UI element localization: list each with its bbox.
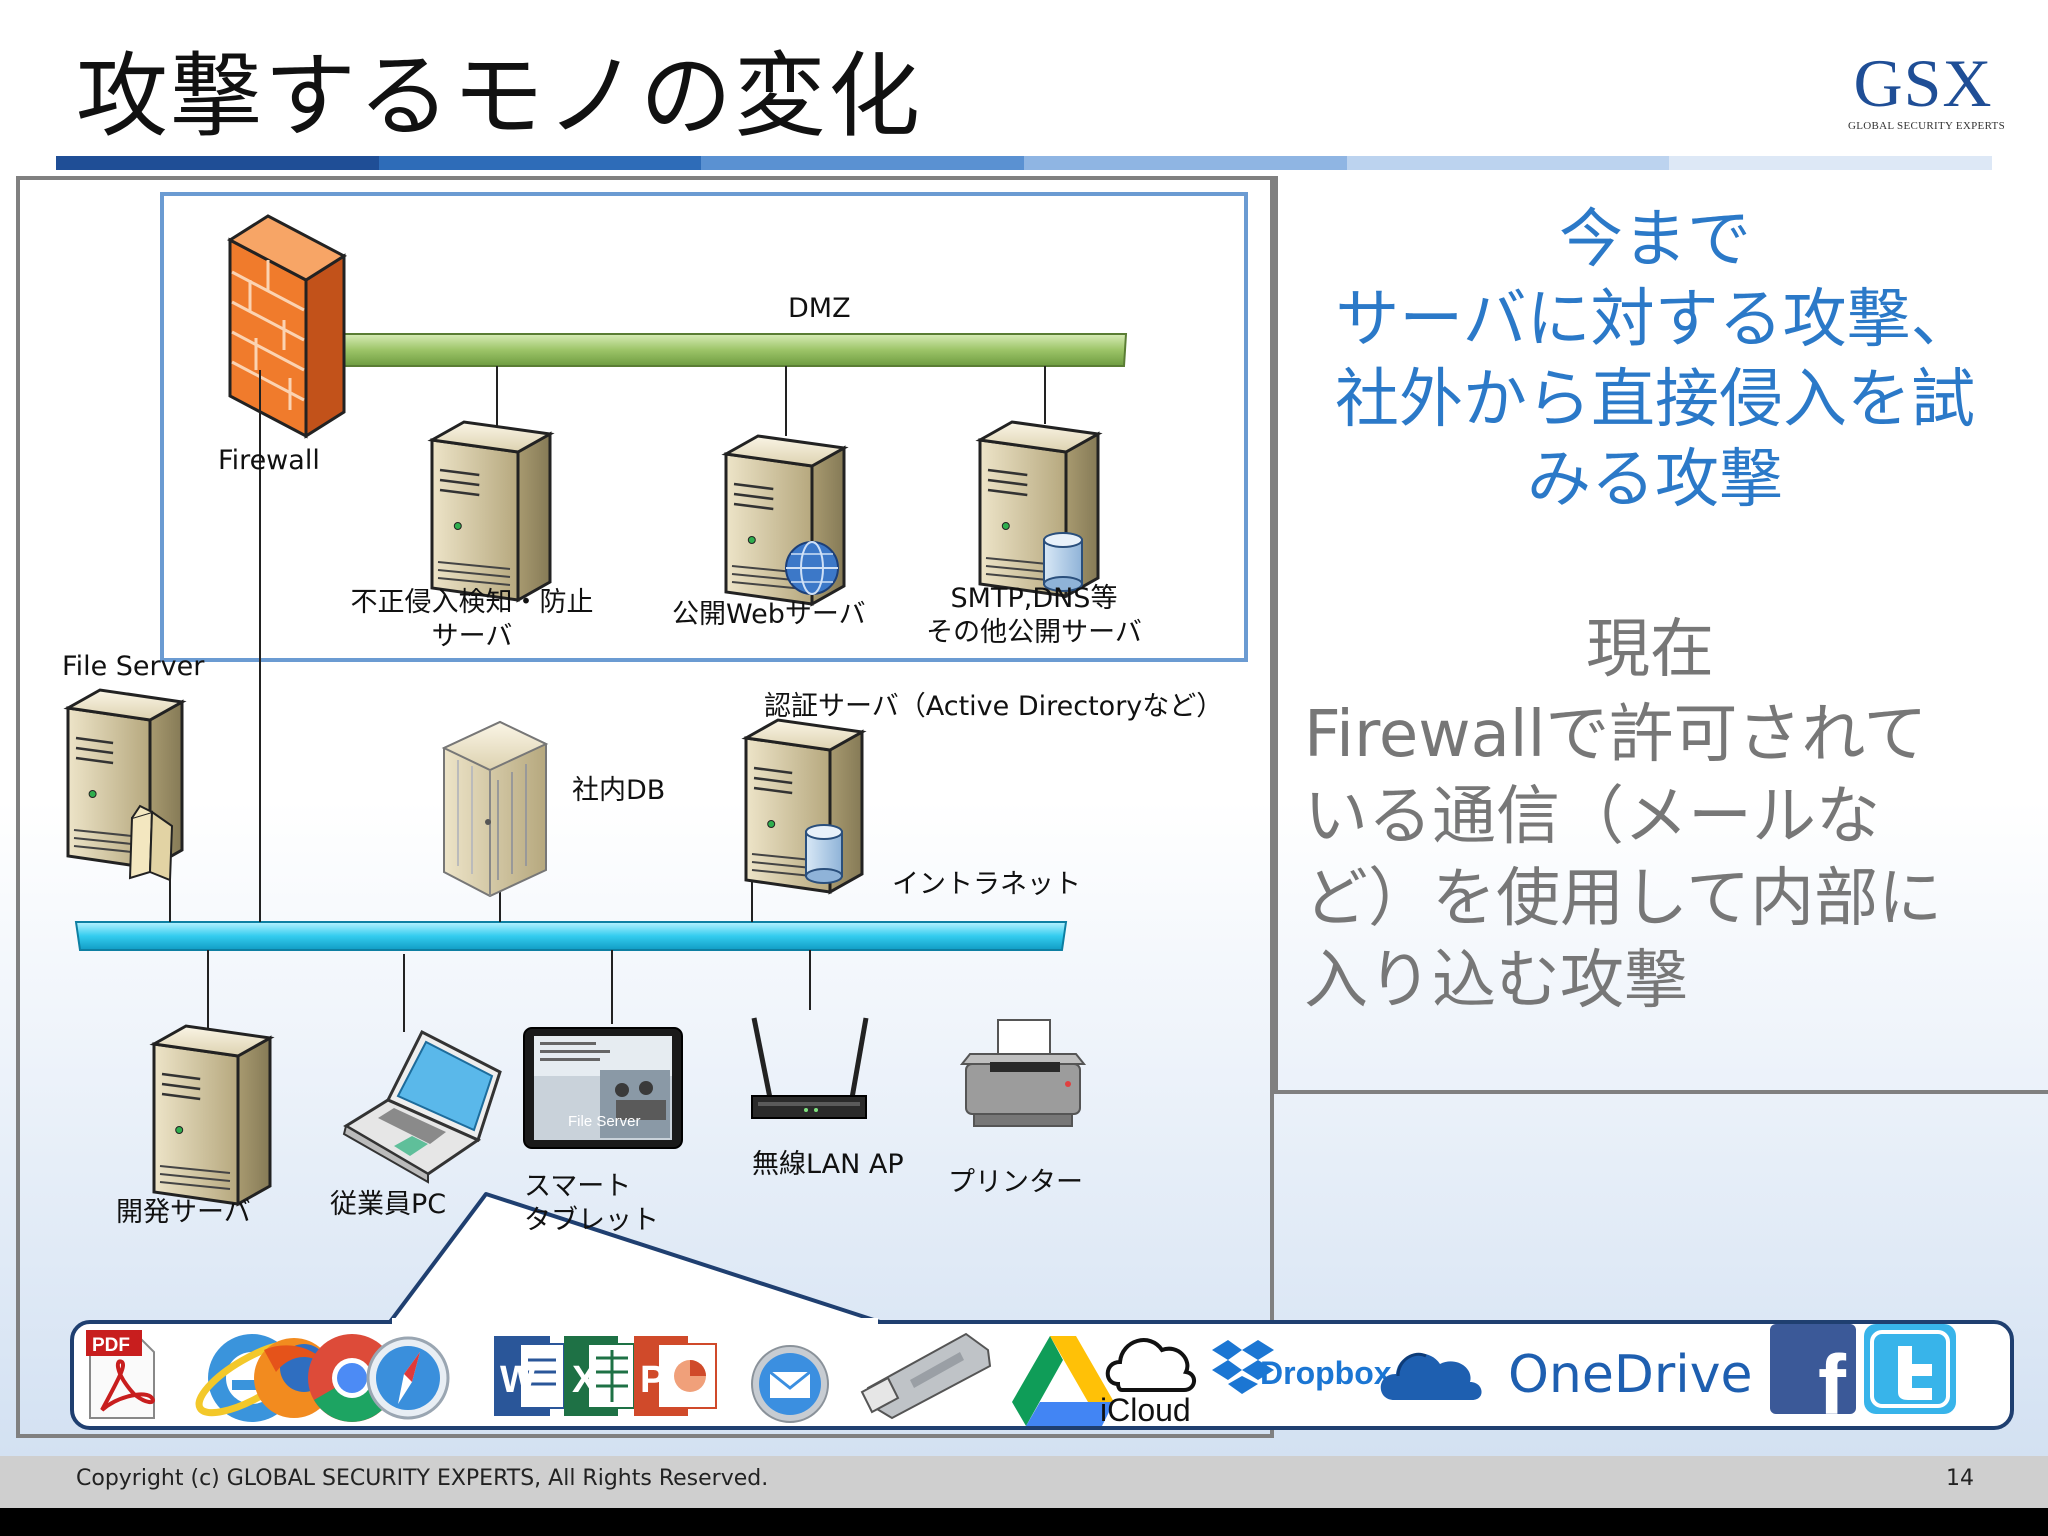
auth-server-icon [741,718,867,895]
intranet-label: イントラネット [892,869,1081,900]
intranet-db-label: 社内DB [572,775,666,806]
onedrive-text: OneDrive [1508,1345,1753,1405]
ids-server-label-line1: 不正侵入検知・防止 [350,587,594,618]
gsx-logo: GSX GLOBAL SECURITY EXPERTS [1848,45,2005,132]
page-number: 14 [1946,1466,1974,1491]
usb-drive-icon [860,1332,992,1420]
header-bar-segment [701,156,1025,170]
dev-server-label: 開発サーバ [116,1197,251,1228]
auth-server-label: 認証サーバ（Active Directoryなど） [764,691,1224,722]
twitter-icon [1864,1324,1956,1414]
smtp-server-label-line2: その他公開サーバ [926,617,1142,648]
icloud-icon [1105,1338,1196,1392]
network-diagram: File Server PDF [63,214,2014,1432]
slide-title: 攻撃するモノの変化 [76,43,923,150]
facebook-icon [1770,1324,1856,1414]
powerpoint-letter: P [640,1359,665,1401]
dmz-label: DMZ [788,293,851,324]
present-note-line: Firewallで許可されて [1304,698,1928,772]
dev-server-icon [149,1024,275,1207]
header-bar-segment [56,156,379,170]
wireless-ap-icon [751,1017,869,1119]
bottom-black-bar [0,1508,2048,1536]
web-server-label: 公開Webサーバ [672,599,866,630]
present-note-line: いる通信（メールな [1304,780,1880,854]
printer-icon [959,1019,1087,1127]
tablet-screen-text: File Server [568,1113,641,1130]
logo-main-text: GSX [1853,45,1993,121]
past-attack-note: 今まで サーバに対する攻撃、 社外から直接侵入を試 みる攻撃 [1290,200,2020,520]
onedrive-icon [1380,1352,1482,1400]
copyright-text: Copyright (c) GLOBAL SECURITY EXPERTS, A… [76,1466,769,1491]
firewall-label: Firewall [218,445,320,476]
word-letter: W [500,1359,536,1401]
excel-letter: X [572,1359,598,1401]
header-bar-segment [1346,156,1670,170]
present-note-line: ど）を使用して内部に [1304,862,1943,936]
powerpoint-icon [634,1336,717,1416]
folder-icon [128,804,174,882]
icloud-text: iCloud [1100,1392,1191,1428]
notes-frame [1274,176,2048,1094]
facebook-letter: f [1818,1338,1847,1432]
header-bar-segment [1669,156,1993,170]
tablet-label-line2: タブレット [524,1205,659,1236]
footer-bar [0,1456,2048,1508]
intranet-backbone [74,921,1068,951]
firewall-icon [227,214,347,439]
pdf-icon [86,1330,155,1419]
wireless-ap-label: 無線LAN AP [752,1149,904,1180]
pdf-text: PDF [92,1335,130,1356]
logo-sub-text: GLOBAL SECURITY EXPERTS [1848,120,2005,132]
printer-label: プリンター [948,1167,1083,1198]
header-bar-segment [378,156,702,170]
employee-pc-label: 従業員PC [330,1189,447,1220]
mail-icon [751,1345,829,1423]
globe-icon [785,541,839,595]
smtp-server-label-line1: SMTP,DNS等 [950,583,1118,614]
dmz-zone [160,192,1248,662]
intranet-db-icon [441,720,549,898]
slide: 攻撃するモノの変化 GSX GLOBAL SECURITY EXPERTS [0,0,2048,1456]
ids-server-label-line2: サーバ [431,621,513,652]
google-drive-icon [1012,1336,1114,1426]
tablet-label-line1: スマート [524,1171,632,1202]
header-bar-segment [1024,156,1347,170]
dmz-backbone [334,333,1128,367]
excel-icon [564,1336,635,1416]
past-note-line: サーバに対する攻撃、 [1335,283,1975,357]
ids-server-icon [427,420,555,603]
present-attack-note: Firewallで許可されて いる通信（メールな ど）を使用して内部に 入り込む… [1304,694,1942,1022]
header-bar [56,156,1993,170]
past-note-line: 社外から直接侵入を試 [1335,363,1975,437]
file-server-label: File Server [62,651,205,682]
database-icon [1043,532,1083,592]
auth-database-icon [805,824,843,884]
present-title: 現在 [1586,613,1714,687]
diagram-frame [16,176,1274,1438]
past-note-line: 今まで [1559,203,1751,277]
tablet-icon [523,1027,683,1149]
safari-icon [366,1336,450,1420]
past-note-line: みる攻撃 [1527,443,1783,517]
smtp-server-icon [975,420,1103,599]
laptop-icon [342,1029,502,1184]
dropbox-text: Dropbox [1260,1355,1392,1391]
present-note-line: 入り込む攻撃 [1304,944,1688,1018]
dropbox-icon [1212,1340,1274,1394]
